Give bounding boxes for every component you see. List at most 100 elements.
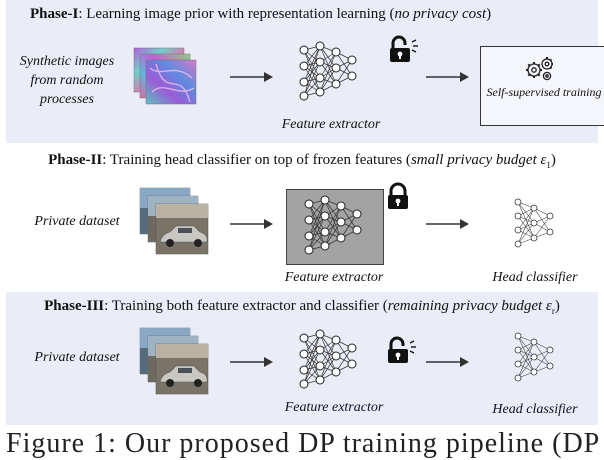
network-node	[315, 73, 325, 83]
synthetic-images-label: Synthetic images from random processes	[19, 54, 115, 107]
network-node	[320, 195, 330, 205]
network-node	[514, 346, 522, 354]
phase1-title-text: : Learning image prior with representati…	[78, 6, 395, 22]
network-node	[336, 201, 346, 211]
arrow-icon	[230, 357, 273, 367]
phase2-title-end: )	[550, 152, 556, 168]
network-node	[514, 226, 522, 234]
network-node	[315, 345, 325, 355]
feature-extractor-network-icon	[299, 41, 357, 101]
self-supervised-training-box: Self-supervised training	[480, 46, 604, 126]
network-node	[315, 41, 325, 51]
figure-caption: Figure 1: Our proposed DP training pipel…	[6, 428, 601, 459]
network-node	[546, 212, 554, 220]
network-node	[304, 231, 314, 241]
network-node	[347, 359, 357, 369]
head-classifier-network-icon	[514, 198, 554, 248]
phase2-input-label: Private dataset	[34, 214, 120, 229]
phase3-head-label: Head classifier	[492, 402, 578, 417]
network-node	[320, 227, 330, 237]
network-node	[530, 353, 538, 361]
phase2-title-sub: 1	[546, 160, 551, 170]
network-node	[304, 245, 314, 255]
network-node	[514, 332, 522, 340]
arrow-icon	[426, 219, 469, 229]
network-node	[315, 375, 325, 385]
arrow-icon	[426, 357, 469, 367]
network-node	[546, 346, 554, 354]
phase3-title-sub: r	[551, 306, 555, 316]
network-node	[530, 338, 538, 346]
phase2-panel: Phase-II: Training head classifier on to…	[6, 146, 598, 288]
phase2-title: Phase-II: Training head classifier on to…	[6, 152, 598, 170]
unlocked-lock-icon	[388, 336, 416, 363]
arrow-icon	[230, 219, 273, 229]
network-node	[299, 349, 309, 359]
network-node	[336, 233, 346, 243]
phase1-title-italic: no privacy cost	[394, 6, 487, 22]
network-node	[304, 215, 314, 225]
network-node	[299, 379, 309, 389]
feature-extractor-network-icon	[299, 329, 357, 389]
network-node	[514, 212, 522, 220]
private-dataset-images	[139, 327, 209, 395]
network-node	[347, 343, 357, 353]
network-node	[530, 219, 538, 227]
arrow-icon	[426, 72, 469, 82]
network-node	[514, 198, 522, 206]
network-node	[530, 234, 538, 242]
phase3-title-italic: remaining privacy budget ε	[387, 298, 552, 314]
feature-extractor-network-icon	[304, 195, 362, 255]
network-node	[320, 211, 330, 221]
arrow-icon	[230, 72, 273, 82]
network-node	[299, 61, 309, 71]
phase1-panel: Phase-I: Learning image prior with repre…	[6, 0, 604, 143]
network-node	[352, 225, 362, 235]
self-supervised-training-label: Self-supervised training	[486, 85, 602, 99]
network-node	[299, 365, 309, 375]
network-node	[331, 335, 341, 345]
network-node	[530, 368, 538, 376]
frozen-feature-extractor-box	[286, 189, 384, 265]
network-node	[347, 71, 357, 81]
network-node	[514, 374, 522, 382]
network-node	[347, 55, 357, 65]
unlocked-lock-icon	[390, 35, 418, 62]
network-node	[331, 47, 341, 57]
network-node	[299, 333, 309, 343]
phase3-extractor-label: Feature extractor	[284, 400, 384, 415]
head-classifier-network-icon	[514, 332, 554, 382]
phase3-panel: Phase-III: Training both feature extract…	[6, 292, 598, 425]
network-node	[315, 361, 325, 371]
lock-icon	[388, 182, 408, 209]
phase2-title-bold: Phase-II	[48, 152, 103, 168]
network-node	[331, 367, 341, 377]
phase1-title-end: )	[486, 6, 492, 22]
network-node	[546, 362, 554, 370]
network-node	[331, 63, 341, 73]
phase3-title-text: : Training both feature extractor and cl…	[104, 298, 388, 314]
network-node	[336, 217, 346, 227]
network-node	[320, 241, 330, 251]
network-node	[530, 204, 538, 212]
phase3-title: Phase-III: Training both feature extract…	[6, 298, 598, 316]
network-node	[299, 77, 309, 87]
network-node	[546, 228, 554, 236]
gears-icon	[526, 57, 553, 81]
network-node	[299, 91, 309, 101]
private-dataset-images	[139, 187, 209, 255]
phase3-title-end: )	[554, 298, 560, 314]
network-node	[315, 329, 325, 339]
network-node	[304, 199, 314, 209]
phase2-extractor-label: Feature extractor	[284, 270, 384, 285]
phase2-title-text: : Training head classifier on top of fro…	[102, 152, 411, 168]
phase1-extractor-label: Feature extractor	[281, 117, 381, 132]
phase2-title-italic: small privacy budget ε	[410, 152, 547, 168]
phase1-title-bold: Phase-I	[30, 6, 79, 22]
phase3-title-bold: Phase-III	[44, 298, 105, 314]
synthetic-images-stack	[133, 47, 197, 105]
network-node	[514, 360, 522, 368]
network-node	[331, 79, 341, 89]
network-node	[299, 45, 309, 55]
network-node	[315, 87, 325, 97]
